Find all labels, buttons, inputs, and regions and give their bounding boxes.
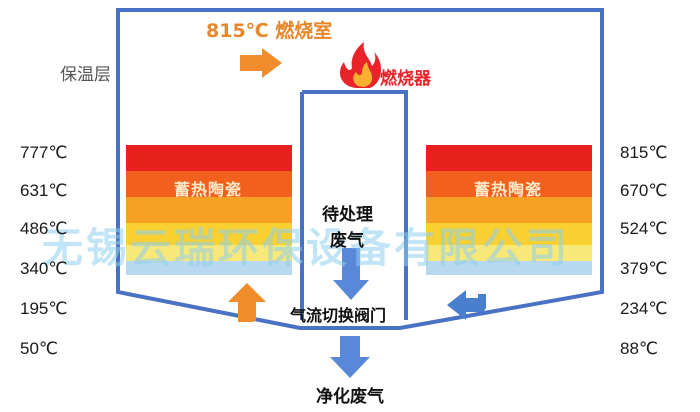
right-temp-2: 670℃ bbox=[620, 181, 668, 200]
right-temp-4: 379℃ bbox=[620, 259, 668, 278]
central-channel bbox=[300, 90, 408, 320]
right-temp-1: 815℃ bbox=[620, 143, 668, 162]
combustion-chamber-label: 815℃ 燃烧室 bbox=[206, 20, 333, 42]
left-ceramic-label: 蓄热陶瓷 bbox=[174, 180, 243, 199]
left-temp-3: 486℃ bbox=[20, 219, 68, 238]
left-band-2 bbox=[126, 171, 292, 197]
left-temp-2: 631℃ bbox=[20, 181, 68, 200]
right-band-6 bbox=[426, 261, 592, 275]
right-band-4 bbox=[426, 223, 592, 245]
insulation-layer-label: 保温层 bbox=[60, 65, 111, 85]
clean-gas-arrow bbox=[330, 336, 370, 378]
flame-icon bbox=[340, 42, 382, 88]
left-temp-6: 50℃ bbox=[20, 339, 59, 358]
left-band-5 bbox=[126, 245, 292, 261]
right-band-1 bbox=[426, 145, 592, 171]
right-band-3 bbox=[426, 197, 592, 223]
right-ceramic-label: 蓄热陶瓷 bbox=[474, 180, 543, 199]
right-band-2 bbox=[426, 171, 592, 197]
left-temp-4: 340℃ bbox=[20, 259, 68, 278]
left-upflow-arrow bbox=[228, 283, 266, 322]
clean-gas-label: 净化废气 bbox=[316, 387, 384, 407]
valve-label: 气流切换阀门 bbox=[290, 306, 387, 325]
pending-gas-label-line2: 废气 bbox=[330, 231, 364, 251]
right-temp-5: 234℃ bbox=[620, 299, 668, 318]
left-temp-1: 777℃ bbox=[20, 143, 68, 162]
left-temp-5: 195℃ bbox=[20, 299, 68, 318]
left-band-4 bbox=[126, 223, 292, 245]
company-watermark: 无锡云瑞环保设备有限公司 bbox=[42, 224, 570, 272]
right-temp-6: 88℃ bbox=[620, 339, 659, 358]
vessel-outline bbox=[116, 8, 604, 330]
left-band-3 bbox=[126, 197, 292, 223]
hot-flow-arrow bbox=[240, 48, 282, 78]
left-band-1 bbox=[126, 145, 292, 171]
right-band-5 bbox=[426, 245, 592, 261]
left-band-6 bbox=[126, 261, 292, 275]
right-return-arrow bbox=[447, 290, 486, 320]
burner-label: 燃烧器 bbox=[380, 69, 431, 89]
pending-gas-arrow bbox=[333, 248, 369, 300]
right-temp-3: 524℃ bbox=[620, 219, 668, 238]
pending-gas-label-line1: 待处理 bbox=[322, 205, 373, 225]
